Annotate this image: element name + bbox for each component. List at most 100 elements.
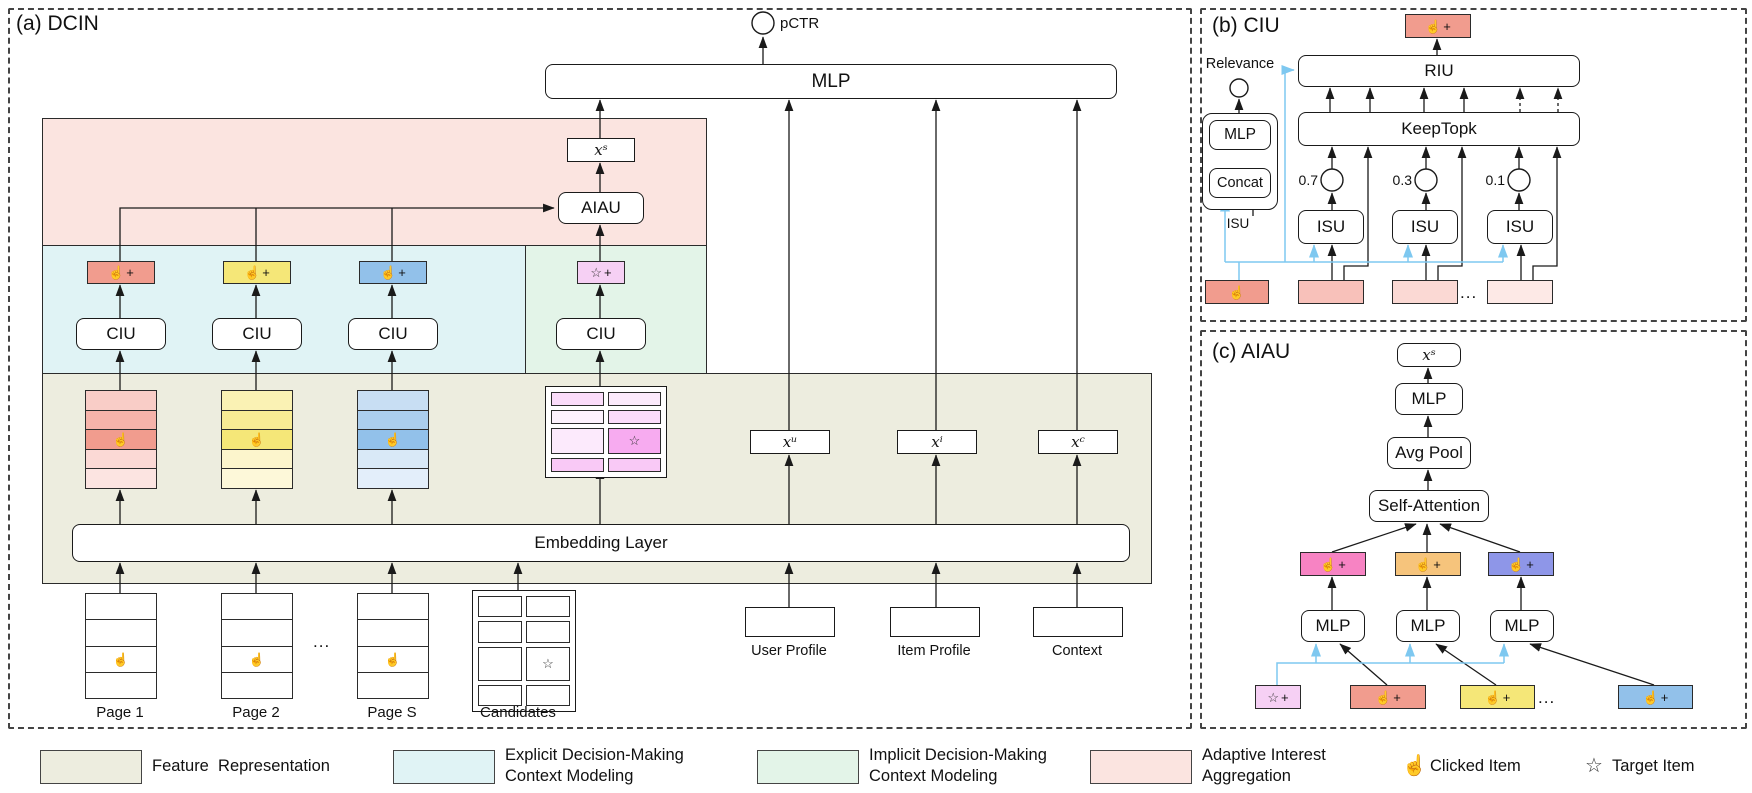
clicked-item-icon: ☝ [1375,689,1392,705]
legend-implicit-line2: Context Modeling [869,767,998,785]
isu-box-2: ISU [1392,210,1458,244]
legend-adaptive: Adaptive Interest Aggregation [1202,745,1326,787]
keeptopk-box: KeepTopk [1298,112,1580,146]
clicked-item-icon: ☝ [112,651,130,667]
ciu-box-2: CIU [212,318,302,350]
xu-box: xᵘ [750,430,830,454]
history-item-embedding-1 [1298,280,1364,304]
relevance-node [1229,78,1249,98]
panel-c-border [1200,330,1747,729]
clicked-item-icon: ☝ [1415,556,1432,572]
clicked-interest-red: ☝+ [87,261,155,284]
clicked-item-icon: ☝ [108,265,125,280]
clicked-item-icon: ☝ [1425,18,1442,34]
pages-ellipsis: ... [313,632,331,651]
aiau-interest-pink: ☝+ [1300,552,1366,576]
legend-adaptive-line2: Aggregation [1202,767,1291,785]
target-item-icon: ☆ [1267,689,1280,705]
target-item-icon: ☆ [590,265,603,280]
clicked-interest-input-blue: ☝+ [1618,685,1693,709]
clicked-item-icon: ☝ [1320,556,1337,572]
clicked-interest-blue: ☝+ [359,261,427,284]
avg-pool-box: Avg Pool [1387,437,1471,469]
legend-swatch-implicit [757,750,859,784]
item-profile-box [890,607,980,637]
legend-swatch-adaptive [1090,750,1192,784]
item-profile-label: Item Profile [897,643,971,659]
isu-detail-concat-box: Concat [1209,168,1271,198]
target-item-icon: ☆ [628,433,641,449]
aiau-box: AIAU [558,192,644,224]
relevance-label: Relevance [1205,56,1275,72]
isu-box-1: ISU [1298,210,1364,244]
legend-target-item: Target Item [1612,757,1695,775]
aiau-interest-orange: ☝+ [1395,552,1461,576]
weight-node-1 [1320,168,1344,192]
history-item-embedding-3 [1487,280,1553,304]
clicked-item-embedding: ☝ [1205,280,1269,304]
clicked-item-icon: ☝ [1642,689,1659,705]
page1-input-stack: ☝ [85,593,157,699]
user-profile-box [745,607,835,637]
weight-node-3 [1507,168,1531,192]
clicked-item-icon: ☝ [1228,284,1246,300]
page2-embedding-stack: ☝ [221,390,293,489]
clicked-item-icon: ☝ [1508,556,1525,572]
xs-box-a: xˢ [567,138,635,162]
page1-label: Page 1 [96,704,144,721]
history-item-embedding-2 [1392,280,1458,304]
xi-box: xⁱ [897,430,977,454]
weight-label-2: 0.3 [1392,172,1412,188]
clicked-item-icon: ☝ [1402,755,1427,777]
context-label: Context [1052,643,1102,659]
panel-b-title: (b) CIU [1212,14,1280,37]
panel-c-title: (c) AIAU [1212,340,1291,363]
isu-caption: ISU [1226,216,1250,231]
clicked-item-icon: ☝ [112,431,130,447]
legend-swatch-feature-representation [40,750,142,784]
riu-box: RIU [1298,55,1580,87]
target-interest-violet: ☆+ [577,261,625,284]
target-item-icon: ☆ [542,656,554,672]
pctr-label: pCTR [780,15,820,32]
weight-label-1: 0.7 [1298,172,1318,188]
legend-adaptive-line1: Adaptive Interest [1202,746,1326,764]
items-ellipsis-c: ... [1538,688,1556,707]
aiau-mlp-box-3: MLP [1490,610,1554,642]
aiau-interest-indigo: ☝+ [1488,552,1554,576]
xc-box: xᶜ [1038,430,1118,454]
legend-clicked-item: Clicked Item [1430,757,1521,775]
pageS-embedding-stack: ☝ [357,390,429,489]
weight-label-3: 0.1 [1485,172,1505,188]
weight-node-2 [1414,168,1438,192]
page1-embedding-stack: ☝ [85,390,157,489]
isu-box-3: ISU [1487,210,1553,244]
pageS-input-stack: ☝ [357,593,429,699]
legend-explicit-line2: Context Modeling [505,767,634,785]
clicked-item-icon: ☝ [248,651,266,667]
clicked-item-icon: ☝ [384,431,402,447]
clicked-item-icon: ☝ [380,265,397,280]
ciu-output-box: ☝+ [1405,14,1471,38]
candidates-embedding-grid: ☆ [545,386,667,478]
target-item-icon: ☆ [1585,755,1603,777]
clicked-item-icon: ☝ [1484,689,1501,705]
page2-input-stack: ☝ [221,593,293,699]
pctr-node [751,11,775,35]
isu-detail-mlp-box: MLP [1209,120,1271,150]
clicked-interest-input-red: ☝+ [1350,685,1426,709]
context-box [1033,607,1123,637]
clicked-interest-input-yellow: ☝+ [1460,685,1535,709]
legend-implicit-line1: Implicit Decision-Making [869,746,1047,764]
ciu-box-4: CIU [556,318,646,350]
panel-a-title: (a) DCIN [16,12,99,35]
xs-box-c: xˢ [1397,343,1461,367]
page2-label: Page 2 [232,704,280,721]
legend-feature-representation: Feature Representation [152,757,330,775]
candidates-label: Candidates [480,704,556,721]
mlp-box-c-top: MLP [1395,383,1463,415]
aiau-mlp-box-1: MLP [1301,610,1365,642]
mlp-box-a: MLP [545,64,1117,99]
aiau-mlp-box-2: MLP [1396,610,1460,642]
